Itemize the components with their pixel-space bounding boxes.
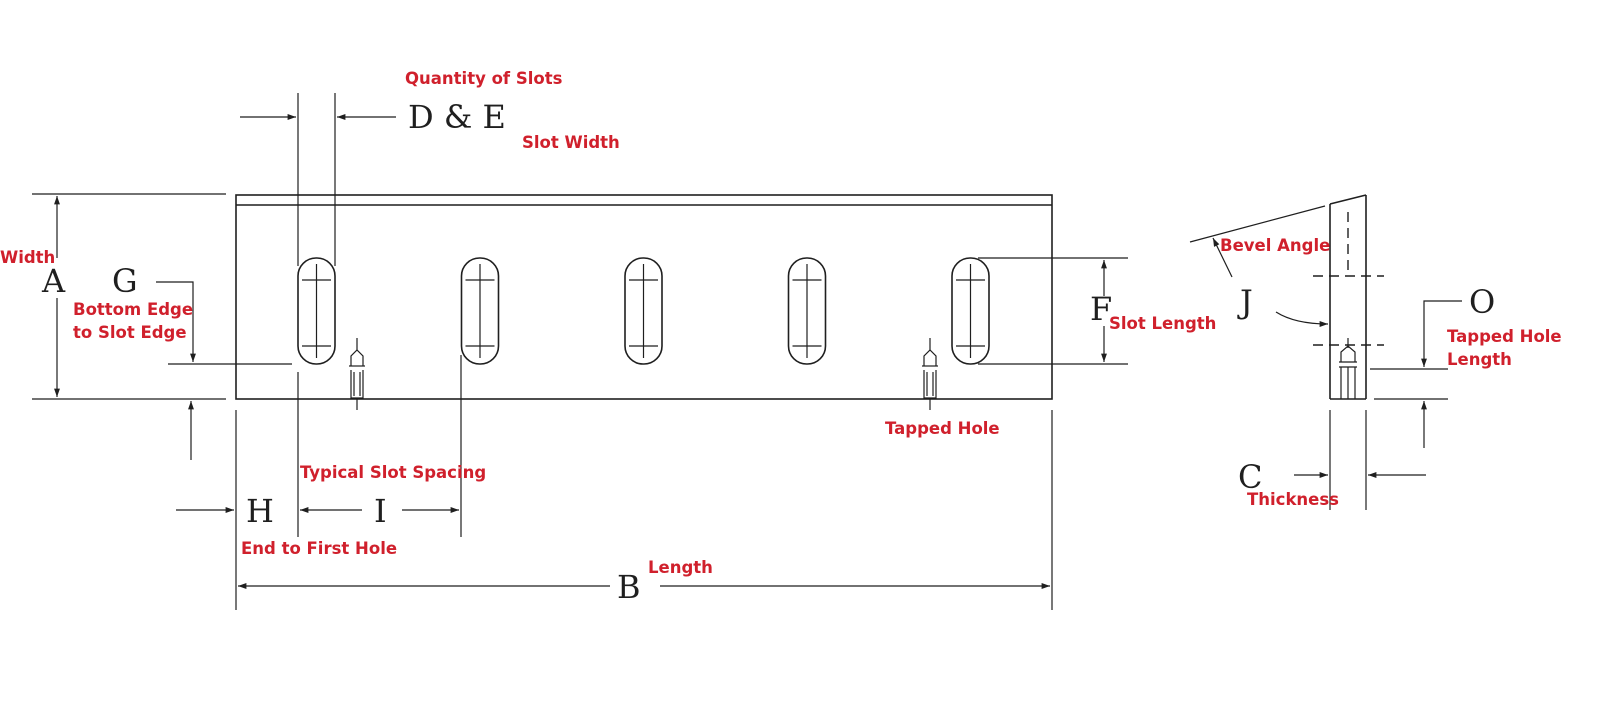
blade-front-view [235, 194, 1053, 410]
label-end-to-first-hole: End to First Hole [241, 539, 397, 558]
label-tapped-hole-length-line1: Tapped Hole [1447, 327, 1562, 346]
letter-f: F [1090, 290, 1112, 328]
label-length: Length [648, 558, 713, 577]
blade-side-view [1189, 194, 1462, 510]
label-bevel-angle: Bevel Angle [1220, 236, 1330, 255]
label-thickness: Thickness [1247, 490, 1339, 509]
bevel-angle-line [1189, 205, 1326, 243]
label-width: Width [0, 248, 55, 267]
letter-g: G [112, 262, 138, 300]
letter-h: H [246, 492, 274, 530]
tapped-hole [922, 338, 938, 410]
label-tapped-hole: Tapped Hole [885, 419, 1000, 438]
slot [297, 257, 336, 365]
bevel-angle-arrow [1212, 237, 1233, 278]
tapped-holes-group [349, 338, 938, 410]
label-slot-width: Slot Width [522, 133, 620, 152]
label-quantity-of-slots: Quantity of Slots [405, 69, 563, 88]
o-leader-arrow [1421, 300, 1462, 367]
letter-d-and-e: D & E [408, 98, 506, 136]
dimension-h-i-spacing [176, 355, 462, 610]
slot [460, 257, 500, 365]
letter-c: C [1238, 458, 1262, 496]
slots-group [297, 257, 990, 365]
dimension-g-bottom-edge-to-slot [156, 281, 292, 460]
letter-o: O [1469, 283, 1495, 321]
label-tapped-hole-length-line2: Length [1447, 350, 1512, 369]
letter-b: B [617, 568, 641, 606]
dimension-f-slot-length [978, 257, 1128, 365]
letter-a: A [41, 262, 66, 300]
dimension-b-length [238, 410, 1053, 610]
label-bottom-edge-line2: to Slot Edge [73, 323, 187, 342]
label-bottom-edge-line1: Bottom Edge [73, 300, 193, 319]
slot [951, 257, 990, 365]
label-typical-slot-spacing: Typical Slot Spacing [300, 463, 486, 482]
blade-outline [235, 194, 1053, 400]
slot [787, 257, 827, 365]
slot [624, 257, 663, 365]
label-slot-length: Slot Length [1109, 314, 1216, 333]
letter-j: J [1237, 283, 1253, 321]
side-tapped-hole [1339, 338, 1357, 399]
dimension-de-slot-width [240, 93, 396, 266]
j-leader-arrow [1275, 311, 1329, 327]
dimension-a-width [32, 193, 226, 400]
tapped-hole [349, 338, 365, 410]
letter-i: I [374, 492, 387, 530]
